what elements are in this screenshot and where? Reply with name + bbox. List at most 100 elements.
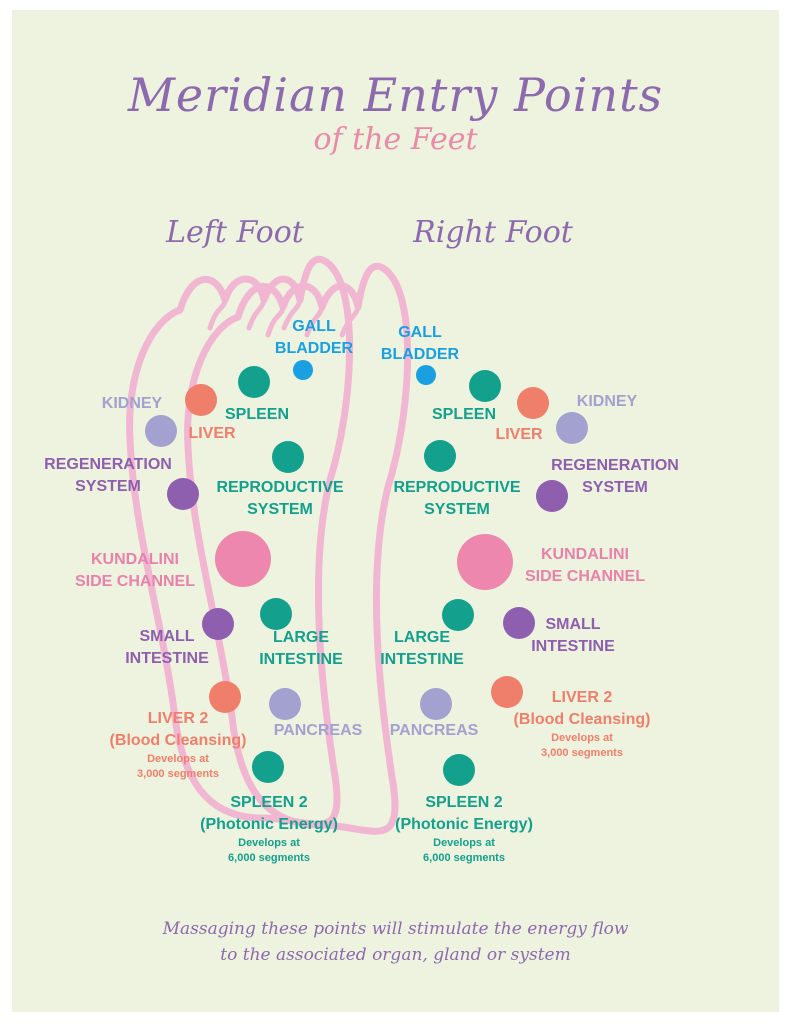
left-large-intestine-label: LARGE INTESTINE <box>259 627 343 671</box>
left-kidney-label: KIDNEY <box>101 395 163 412</box>
right-spleen2-note-line1: Develops at <box>433 837 495 849</box>
right-gall-bladder-dot <box>416 365 436 385</box>
meridian-points <box>145 360 588 786</box>
right-large-intestine-line1: LARGE <box>394 629 450 646</box>
right-spleen-dot <box>469 370 501 402</box>
left-liver2-note-line1: Develops at <box>147 753 209 765</box>
right-large-intestine-label: LARGE INTESTINE <box>380 627 464 671</box>
left-spleen2-note-line2: 6,000 segments <box>228 852 310 864</box>
right-kundalini-dot <box>457 534 513 590</box>
right-liver-label: LIVER <box>495 426 543 443</box>
left-large-intestine-dot <box>260 598 292 630</box>
right-spleen2-note-line2: 6,000 segments <box>423 852 505 864</box>
left-regeneration-label: REGENERATION SYSTEM <box>44 454 172 498</box>
right-small-intestine-dot <box>503 607 535 639</box>
left-spleen2-note-line1: Develops at <box>238 837 300 849</box>
right-regeneration-line1: REGENERATION <box>551 457 679 474</box>
left-regeneration-line2: SYSTEM <box>75 478 141 495</box>
right-spleen2-line2: (Photonic Energy) <box>395 816 533 833</box>
right-gall-bladder-line1: GALL <box>398 324 442 341</box>
right-small-intestine-line1: SMALL <box>545 616 601 633</box>
left-spleen2-line1: SPLEEN 2 <box>230 794 308 811</box>
right-regeneration-dot <box>536 480 568 512</box>
right-spleen2-dot <box>443 754 475 786</box>
left-regeneration-line1: REGENERATION <box>44 456 172 473</box>
left-reproductive-line2: SYSTEM <box>247 501 313 518</box>
page-subtitle: of the Feet <box>313 122 478 157</box>
right-kidney-dot <box>556 412 588 444</box>
right-liver2-dot <box>491 676 523 708</box>
left-reproductive-line1: REPRODUCTIVE <box>216 479 344 496</box>
left-spleen-dot <box>238 366 270 398</box>
left-reproductive-dot <box>272 441 304 473</box>
right-foot-heading: Right Foot <box>413 215 573 250</box>
left-spleen2-label: SPLEEN 2 (Photonic Energy) Develops at 6… <box>200 792 338 866</box>
right-kundalini-line1: KUNDALINI <box>540 546 629 563</box>
left-large-intestine-line1: LARGE <box>273 629 329 646</box>
page-title: Meridian Entry Points <box>127 68 664 122</box>
right-spleen2-label: SPLEEN 2 (Photonic Energy) Develops at 6… <box>395 792 533 866</box>
right-large-intestine-dot <box>442 599 474 631</box>
right-spleen2-line1: SPLEEN 2 <box>425 794 503 811</box>
left-gall-bladder-line2: BLADDER <box>274 340 354 357</box>
right-liver2-note-line1: Develops at <box>551 732 613 744</box>
right-foot-sole-outline <box>184 268 412 835</box>
left-liver2-line2: (Blood Cleansing) <box>109 732 247 749</box>
right-regeneration-label: REGENERATION SYSTEM <box>551 455 679 499</box>
right-foot-toe-curls <box>265 304 361 338</box>
left-pancreas-dot <box>269 688 301 720</box>
left-liver-label: LIVER <box>188 425 236 442</box>
left-foot-sole-outline <box>126 261 354 828</box>
left-liver2-line1: LIVER 2 <box>147 710 209 727</box>
right-gall-bladder-label: GALL BLADDER <box>381 322 459 366</box>
right-reproductive-dot <box>424 440 456 472</box>
left-regeneration-dot <box>167 478 199 510</box>
left-small-intestine-line1: SMALL <box>139 628 195 645</box>
right-small-intestine-label: SMALL INTESTINE <box>531 614 615 658</box>
left-gall-bladder-label: GALL BLADDER <box>275 316 353 360</box>
left-kundalini-line2: SIDE CHANNEL <box>74 573 196 590</box>
left-kidney-dot <box>145 415 177 447</box>
footer-note: Massaging these points will stimulate th… <box>12 916 779 968</box>
poster: Meridian Entry Points of the Feet Left F… <box>12 10 779 1012</box>
right-kundalini-line2: SIDE CHANNEL <box>524 568 646 585</box>
right-liver2-note-line2: 3,000 segments <box>541 747 623 759</box>
left-small-intestine-line2: INTESTINE <box>125 650 209 667</box>
left-spleen2-dot <box>252 751 284 783</box>
right-kidney-label: KIDNEY <box>576 393 638 410</box>
left-liver2-note-line2: 3,000 segments <box>137 768 219 780</box>
right-kundalini-label: KUNDALINI SIDE CHANNEL <box>525 544 645 588</box>
right-pancreas-dot <box>420 688 452 720</box>
left-reproductive-label: REPRODUCTIVE SYSTEM <box>216 477 343 521</box>
right-reproductive-line1: REPRODUCTIVE <box>393 479 521 496</box>
right-small-intestine-line2: INTESTINE <box>531 638 615 655</box>
left-large-intestine-line2: INTESTINE <box>259 651 343 668</box>
left-liver2-label: LIVER 2 (Blood Cleansing) Develops at 3,… <box>110 708 247 782</box>
left-small-intestine-label: SMALL INTESTINE <box>125 626 209 670</box>
right-pancreas-label: PANCREAS <box>389 722 479 739</box>
left-kundalini-label: KUNDALINI SIDE CHANNEL <box>75 549 195 593</box>
left-foot-outline <box>126 255 354 828</box>
footer-line2: to the associated organ, gland or system <box>220 945 571 965</box>
left-small-intestine-dot <box>202 608 234 640</box>
left-pancreas-label: PANCREAS <box>273 722 363 739</box>
right-gall-bladder-line2: BLADDER <box>380 346 460 363</box>
right-liver2-label: LIVER 2 (Blood Cleansing) Develops at 3,… <box>514 687 651 761</box>
left-liver2-dot <box>209 681 241 713</box>
left-foot-heading: Left Foot <box>166 215 304 250</box>
footer-line1: Massaging these points will stimulate th… <box>162 919 629 939</box>
right-spleen-label: SPLEEN <box>431 406 497 423</box>
right-reproductive-label: REPRODUCTIVE SYSTEM <box>393 477 520 521</box>
left-liver-dot <box>185 384 217 416</box>
right-liver-dot <box>517 387 549 419</box>
left-kundalini-line1: KUNDALINI <box>90 551 179 568</box>
feet-diagram <box>126 255 588 835</box>
left-gall-bladder-line1: GALL <box>292 318 336 335</box>
left-gall-bladder-dot <box>293 360 313 380</box>
left-foot-toe-curls <box>207 297 303 331</box>
left-spleen2-line2: (Photonic Energy) <box>200 816 338 833</box>
right-foot-outline <box>184 262 412 835</box>
right-liver2-line2: (Blood Cleansing) <box>513 711 651 728</box>
right-liver2-line1: LIVER 2 <box>551 689 613 706</box>
left-spleen-label: SPLEEN <box>224 406 290 423</box>
